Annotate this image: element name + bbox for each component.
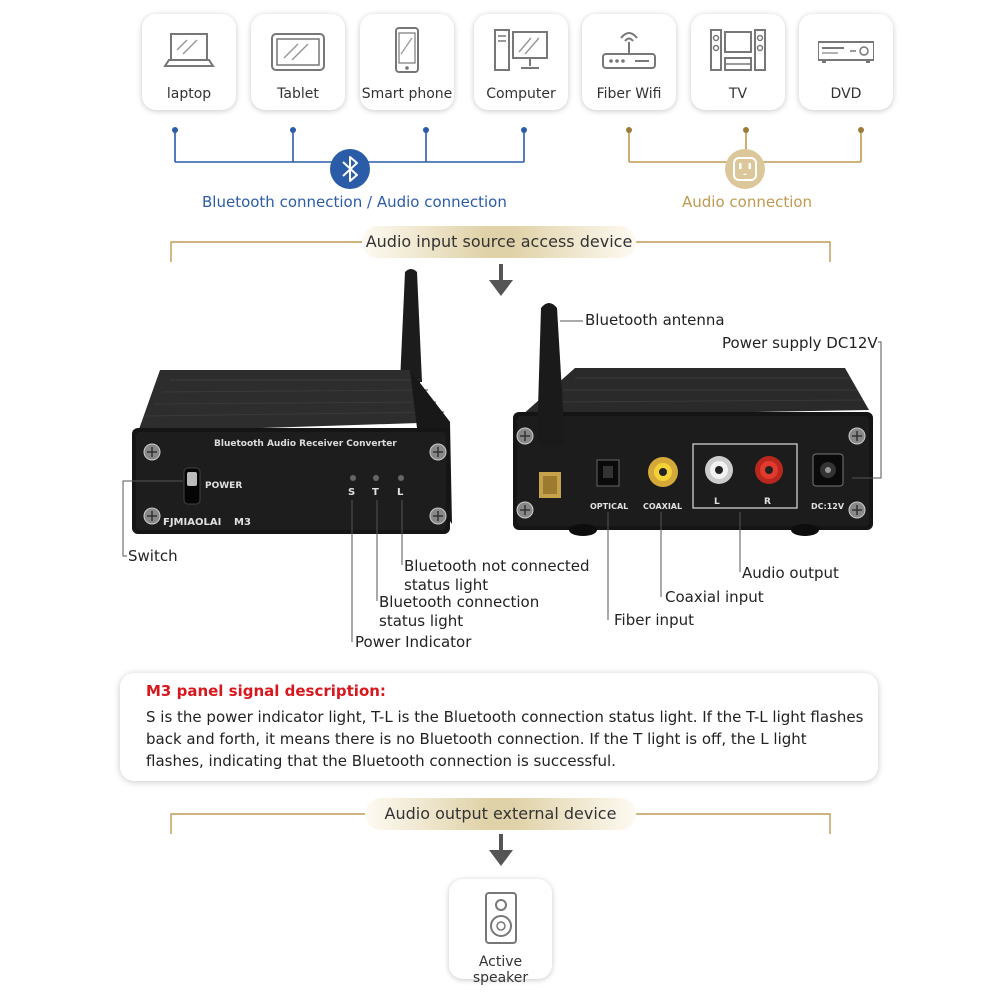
callout-antenna: Bluetooth antenna	[585, 311, 725, 329]
power-outlet-icon	[725, 149, 765, 189]
device-label: Computer	[486, 86, 556, 102]
port-label-l: L	[714, 497, 720, 507]
bluetooth-connection-label: Bluetooth connection / Audio connection	[202, 193, 507, 211]
callout-bt-not-connected-line2: status light	[404, 576, 489, 594]
description-box: M3 panel signal description: S is the po…	[120, 673, 878, 781]
callout-switch: Switch	[128, 547, 178, 565]
port-label-r: R	[764, 497, 771, 507]
device-label: laptop	[166, 86, 212, 102]
device-card-tablet: Tablet	[251, 14, 345, 110]
speaker-icon	[485, 892, 517, 944]
device-label: Smart phone	[361, 86, 453, 102]
rear-device-image	[513, 303, 873, 536]
device-card-laptop: laptop	[142, 14, 236, 110]
front-panel-header: Bluetooth Audio Receiver Converter	[214, 439, 397, 449]
light-label-t: T	[372, 487, 379, 498]
device-card-speaker: Active speaker	[449, 879, 552, 986]
front-device-image	[132, 269, 452, 534]
down-arrow-icon	[489, 834, 513, 866]
light-label-l: L	[397, 487, 404, 498]
callout-audio-output: Audio output	[742, 564, 839, 582]
device-card-router: Fiber Wifi	[582, 14, 676, 110]
audio-connection-label: Audio connection	[682, 193, 813, 211]
device-card-computer: Computer	[474, 14, 568, 110]
callout-lines	[122, 320, 882, 642]
device-label: Tablet	[277, 86, 319, 102]
port-label-coaxial: COAXIAL	[643, 502, 683, 511]
port-label-optical: OPTICAL	[590, 502, 629, 511]
router-icon	[602, 32, 656, 69]
device-label: DVD	[830, 86, 862, 102]
laptop-icon	[163, 33, 215, 67]
down-arrow-icon	[489, 264, 513, 296]
callout-power-indicator: Power Indicator	[355, 633, 472, 651]
brand-label: FJMIAOLAI	[163, 517, 222, 528]
callout-bt-not-connected-line1: Bluetooth not connected	[404, 557, 590, 575]
device-card-dvd: DVD	[799, 14, 893, 110]
device-label: TV	[728, 86, 748, 102]
description-title: M3 panel signal description:	[146, 682, 386, 700]
light-label-s: S	[348, 487, 356, 498]
description-body: S is the power indicator light, T-L is t…	[146, 708, 864, 770]
output-bracket-lines	[170, 813, 831, 834]
device-card-smartphone: Smart phone	[360, 14, 454, 110]
callout-bt-connection-line2: status light	[379, 612, 464, 630]
dvd-icon	[818, 41, 874, 63]
device-card-tv: TV	[691, 14, 785, 110]
callout-coaxial-input: Coaxial input	[665, 588, 764, 606]
power-switch-label: POWER	[205, 481, 243, 491]
computer-icon	[494, 29, 548, 71]
callout-fiber-input: Fiber input	[614, 611, 694, 629]
smartphone-icon	[395, 27, 419, 73]
input-section-title: Audio input source access device	[362, 226, 636, 258]
tv-icon	[710, 29, 766, 71]
model-label: M3	[234, 517, 251, 528]
tablet-icon	[271, 33, 325, 71]
bluetooth-icon	[330, 149, 370, 189]
output-section-title: Audio output external device	[365, 798, 636, 830]
speaker-label: Active speaker	[472, 954, 529, 986]
callout-power-supply: Power supply DC12V	[722, 334, 878, 352]
port-label-dc: DC:12V	[811, 502, 845, 511]
device-label: Fiber Wifi	[596, 86, 662, 102]
callout-bt-connection-line1: Bluetooth connection	[379, 593, 540, 611]
